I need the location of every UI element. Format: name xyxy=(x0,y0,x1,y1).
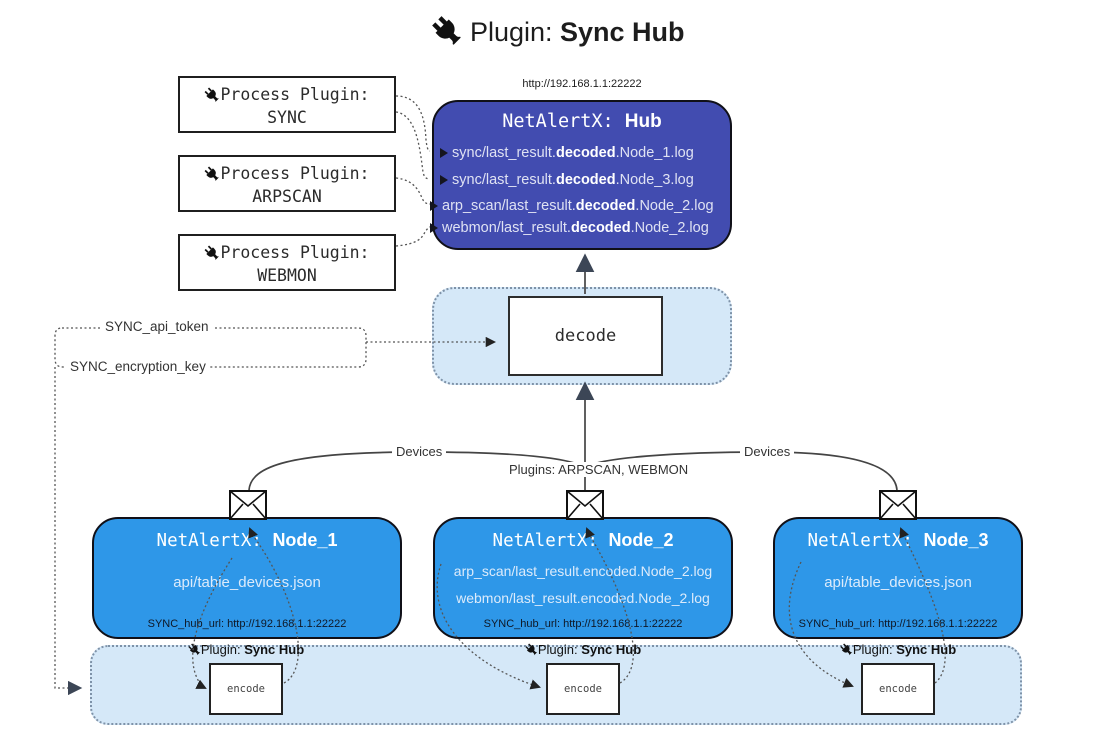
plug-icon xyxy=(188,642,201,657)
webmon-plugin-to-log4 xyxy=(395,226,431,247)
hub-name-bold: Hub xyxy=(624,111,662,132)
decode-box: decode xyxy=(508,296,663,376)
node-1: NetAlertX: Node_1 api/table_devices.json… xyxy=(92,517,402,639)
node-2: NetAlertX: Node_2 arp_scan/last_result.e… xyxy=(433,517,733,639)
process-plugin-name: ARPSCAN xyxy=(252,187,322,206)
sync-encryption-key-label: SYNC_encryption_key xyxy=(66,359,210,374)
sync-plugin-to-log1 xyxy=(395,95,431,152)
envelope-icon xyxy=(229,490,267,525)
process-plugin-webmon: Process Plugin: WEBMON xyxy=(178,234,396,291)
arrow-right-icon xyxy=(430,201,438,211)
encoder-label: Plugin: Sync Hub xyxy=(161,642,331,657)
arrow-right-icon xyxy=(430,223,438,233)
plug-icon xyxy=(840,642,853,657)
hub-title: NetAlertX: Hub xyxy=(434,111,730,133)
title-prefix: Plugin: xyxy=(469,17,561,47)
process-plugin-label: Process Plugin: xyxy=(220,243,370,262)
encode-box-1: encode xyxy=(209,663,283,715)
process-plugin-arpscan: Process Plugin: ARPSCAN xyxy=(178,155,396,212)
plug-icon xyxy=(204,245,220,262)
encoder-label: Plugin: Sync Hub xyxy=(813,642,983,657)
node-title: NetAlertX: Node_2 xyxy=(492,530,674,551)
process-plugin-name: WEBMON xyxy=(257,266,317,285)
devices-label-right: Devices xyxy=(740,444,795,459)
node-file: webmon/last_result.encoded.Node_2.log xyxy=(456,590,710,606)
title-bold: Sync Hub xyxy=(560,17,685,47)
page-title: Plugin: Sync Hub xyxy=(0,16,1117,53)
secrets-to-encode-strip xyxy=(54,367,83,696)
encode-box-2: encode xyxy=(546,663,620,715)
node-file: arp_scan/last_result.encoded.Node_2.log xyxy=(453,563,713,579)
plug-icon xyxy=(204,166,220,183)
arpscan-plugin-to-log3 xyxy=(395,177,431,205)
process-plugin-sync: Process Plugin: SYNC xyxy=(178,76,396,133)
process-plugin-name: SYNC xyxy=(267,108,307,127)
plugins-edge-label: Plugins: ARPSCAN, WEBMON xyxy=(505,462,693,477)
hub-log-line: sync/last_result.decoded.Node_1.log xyxy=(440,145,694,161)
envelope-icon xyxy=(879,490,917,525)
node-hub-url: SYNC_hub_url: http://192.168.1.1:22222 xyxy=(798,618,998,630)
arrow-right-icon xyxy=(440,175,448,185)
process-plugin-label: Process Plugin: xyxy=(220,164,370,183)
hub-node: NetAlertX: Hub sync/last_result.decoded.… xyxy=(430,100,732,250)
node-title: NetAlertX: Node_1 xyxy=(156,530,338,551)
sync-api-token-label: SYNC_api_token xyxy=(101,319,213,334)
hub-url: http://192.168.1.1:22222 xyxy=(522,78,642,90)
hub-log-line: arp_scan/last_result.decoded.Node_2.log xyxy=(430,198,714,214)
hub-name-prefix: NetAlertX: xyxy=(502,111,625,132)
hub-log-line: webmon/last_result.decoded.Node_2.log xyxy=(430,220,709,236)
node-3: NetAlertX: Node_3 api/table_devices.json… xyxy=(773,517,1023,639)
hub-log-line: sync/last_result.decoded.Node_3.log xyxy=(440,172,694,188)
node-hub-url: SYNC_hub_url: http://192.168.1.1:22222 xyxy=(147,618,347,630)
plug-icon xyxy=(432,16,462,53)
process-plugin-label: Process Plugin: xyxy=(220,85,370,104)
node-file: api/table_devices.json xyxy=(824,574,972,591)
node-title: NetAlertX: Node_3 xyxy=(807,530,989,551)
node-hub-url: SYNC_hub_url: http://192.168.1.1:22222 xyxy=(483,618,683,630)
devices-label-left: Devices xyxy=(392,444,447,459)
encode-box-3: encode xyxy=(861,663,935,715)
plug-icon xyxy=(525,642,538,657)
arrow-right-icon xyxy=(440,148,448,158)
envelope-icon xyxy=(566,490,604,525)
plug-icon xyxy=(204,87,220,104)
node-file: api/table_devices.json xyxy=(173,574,321,591)
encoder-label: Plugin: Sync Hub xyxy=(498,642,668,657)
sync-plugin-to-log2 xyxy=(395,111,431,180)
